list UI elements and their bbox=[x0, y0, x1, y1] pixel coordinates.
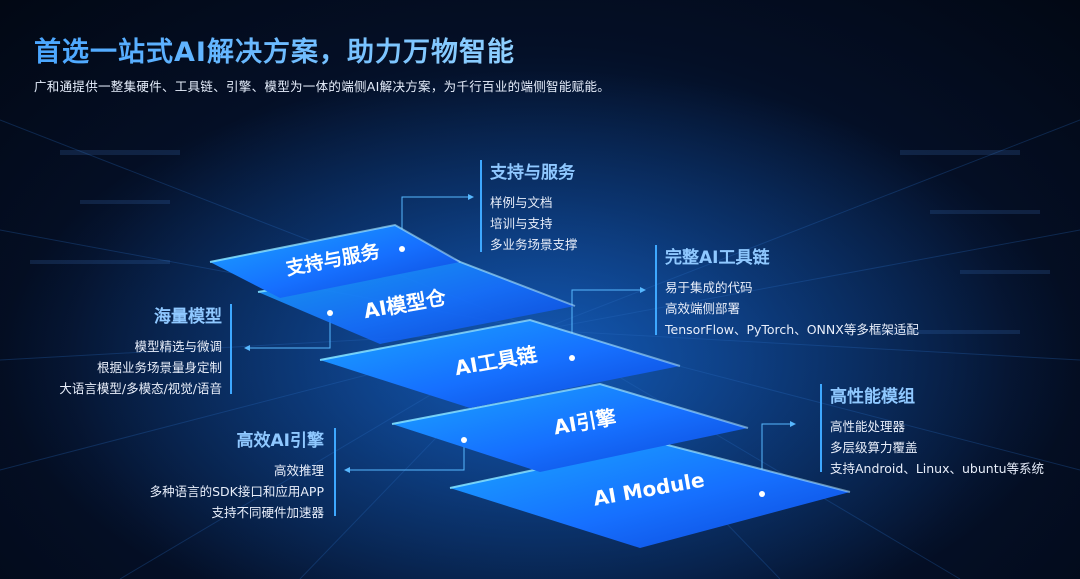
list-item: 模型精选与微调 bbox=[134, 339, 222, 354]
page-subtitle: 广和通提供一整集硬件、工具链、引擎、模型为一体的端侧AI解决方案，为千行百业的端… bbox=[34, 79, 611, 94]
layer-support-service: 支持与服务 bbox=[209, 223, 461, 298]
panel-engine: 高效AI引擎 高效推理 多种语言的SDK接口和应用APP 支持不同硬件加速器 bbox=[150, 426, 324, 523]
list-item: 多层级算力覆盖 bbox=[830, 440, 918, 455]
page-title: 首选一站式AI解决方案，助力万物智能 bbox=[34, 30, 515, 69]
accent-bar bbox=[480, 160, 482, 252]
layer-ai-engine: AI引擎 bbox=[391, 382, 749, 472]
panel-title: 高性能模组 bbox=[830, 387, 915, 407]
list-item: 支持Android、Linux、ubuntu等系统 bbox=[830, 461, 1045, 476]
list-item: 高效推理 bbox=[273, 463, 324, 478]
panel-module: 高性能模组 高性能处理器 多层级算力覆盖 支持Android、Linux、ubu… bbox=[830, 382, 1044, 479]
list-item: 支持不同硬件加速器 bbox=[211, 505, 324, 520]
accent-bar bbox=[334, 428, 336, 516]
accent-bar bbox=[820, 384, 822, 472]
panel-title: 高效AI引擎 bbox=[236, 431, 324, 451]
panel-title: 海量模型 bbox=[154, 307, 222, 327]
list-item: 大语言模型/多模态/视觉/语音 bbox=[59, 381, 222, 396]
list-item: 培训与支持 bbox=[490, 216, 553, 231]
accent-bar bbox=[230, 304, 232, 394]
panel-support: 支持与服务 样例与文档 培训与支持 多业务场景支撑 bbox=[490, 158, 578, 255]
panel-models: 海量模型 模型精选与微调 根据业务场景量身定制 大语言模型/多模态/视觉/语音 bbox=[59, 302, 222, 399]
panel-toolchain: 完整AI工具链 易于集成的代码 高效端侧部署 TensorFlow、PyTorc… bbox=[665, 243, 919, 340]
accent-bar bbox=[655, 245, 657, 335]
list-item: 高性能处理器 bbox=[830, 419, 906, 434]
list-item: 多业务场景支撑 bbox=[490, 237, 578, 252]
list-item: 多种语言的SDK接口和应用APP bbox=[149, 484, 324, 499]
panel-title: 支持与服务 bbox=[490, 163, 575, 183]
list-item: TensorFlow、PyTorch、ONNX等多框架适配 bbox=[665, 322, 919, 337]
list-item: 易于集成的代码 bbox=[665, 280, 753, 295]
panel-title: 完整AI工具链 bbox=[665, 248, 770, 268]
list-item: 样例与文档 bbox=[490, 195, 553, 210]
layer-ai-toolchain: AI工具链 bbox=[319, 318, 681, 408]
list-item: 根据业务场景量身定制 bbox=[96, 360, 222, 375]
list-item: 高效端侧部署 bbox=[665, 301, 741, 316]
